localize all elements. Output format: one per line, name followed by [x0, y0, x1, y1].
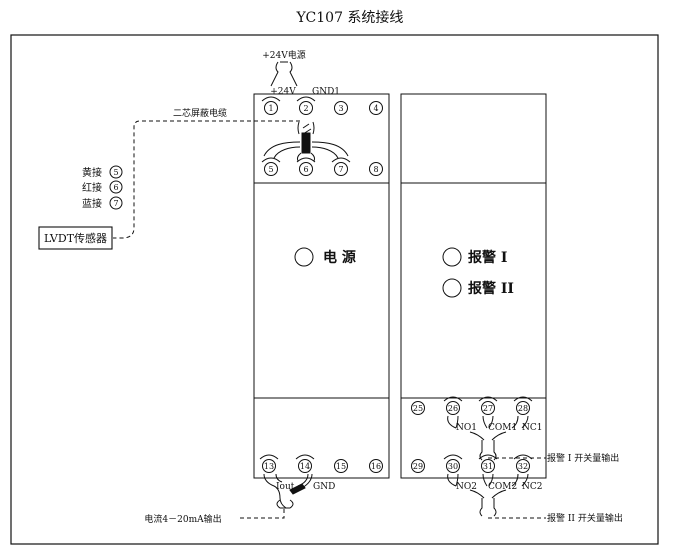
alarm2-no-label: NO2 [456, 482, 477, 492]
terminal-27: 27 [483, 404, 493, 413]
current-output-lead [240, 508, 285, 519]
terminal-1: 1 [268, 104, 273, 113]
shielded-cable [113, 120, 300, 239]
terminal-25: 25 [413, 404, 423, 413]
gnd1-label: GND1 [312, 87, 340, 97]
terminal-4: 4 [373, 104, 378, 113]
current-output-wires [263, 473, 313, 509]
terminal-13: 13 [264, 462, 274, 471]
alarm1-contact-wires [447, 415, 529, 461]
terminal-5: 5 [268, 165, 273, 174]
wire-color-red-terminal [109, 180, 123, 194]
diagram-title: YC107 系统接线 [296, 9, 404, 26]
terminal-28: 28 [518, 404, 528, 413]
alarm2-indicator-lamp [442, 278, 462, 298]
wire-color-yellow-terminal [109, 165, 123, 179]
alarm1-com-label: COM1 [488, 423, 517, 433]
terminal-31: 31 [483, 462, 493, 471]
alarm1-nc-label: NC1 [522, 423, 543, 433]
terminal-16: 16 [371, 462, 381, 471]
wire-color-blue-num: 7 [113, 199, 118, 208]
terminal-15: 15 [336, 462, 346, 471]
iout-label: Iout [276, 482, 295, 492]
power-wires [270, 61, 298, 87]
terminal-8: 8 [373, 165, 378, 174]
wire-color-red-label: 红接 [82, 181, 102, 194]
wire-color-yellow-label: 黄接 [82, 166, 102, 179]
terminal-14: 14 [300, 462, 310, 471]
alarm1-indicator-lamp [442, 247, 462, 267]
plus-24v-label: +24V [270, 87, 296, 97]
terminal-group-top-left [261, 96, 383, 115]
alarm2-com-label: COM2 [488, 482, 517, 492]
power-indicator-label: 电 源 [323, 249, 356, 266]
gnd-label: GND [313, 482, 335, 492]
lvdt-sensor-box [38, 226, 113, 250]
terminal-30: 30 [448, 462, 458, 471]
terminal-group-bottom-left [259, 454, 383, 473]
power-supply-label: +24V电源 [262, 49, 306, 61]
outer-frame [10, 34, 659, 545]
wire-color-blue-terminal [109, 196, 123, 210]
alarm2-indicator-label: 报警 II [468, 280, 514, 297]
terminal-3: 3 [338, 104, 343, 113]
lvdt-sensor-label: LVDT传感器 [44, 232, 107, 245]
terminal-group-right-row2 [411, 454, 533, 473]
cable-fanout [261, 121, 351, 163]
wire-color-red-num: 6 [113, 183, 118, 192]
current-output-label: 电流4－20mA输出 [144, 513, 221, 525]
terminal-32: 32 [518, 462, 528, 471]
terminal-6: 6 [303, 165, 308, 174]
alarm2-output-label: 报警 II 开关量输出 [547, 512, 623, 524]
alarm-module [400, 93, 547, 479]
terminal-26: 26 [448, 404, 458, 413]
alarm2-contact-wires [447, 473, 529, 517]
terminal-7: 7 [338, 165, 343, 174]
terminal-2: 2 [303, 104, 308, 113]
terminal-group-right-row1 [411, 396, 533, 415]
terminal-group-mid-left [264, 162, 383, 176]
alarm1-output-label: 报警 I 开关量输出 [547, 452, 619, 464]
wire-color-yellow-num: 5 [113, 168, 118, 177]
alarm1-indicator-label: 报警 I [468, 249, 507, 266]
alarm2-nc-label: NC2 [522, 482, 543, 492]
terminal-29: 29 [413, 462, 423, 471]
power-indicator-lamp [294, 247, 314, 267]
cable-label: 二芯屏蔽电缆 [173, 107, 227, 119]
main-module [253, 93, 390, 479]
alarm1-no-label: NO1 [456, 423, 477, 433]
wire-color-blue-label: 蓝接 [82, 197, 102, 210]
